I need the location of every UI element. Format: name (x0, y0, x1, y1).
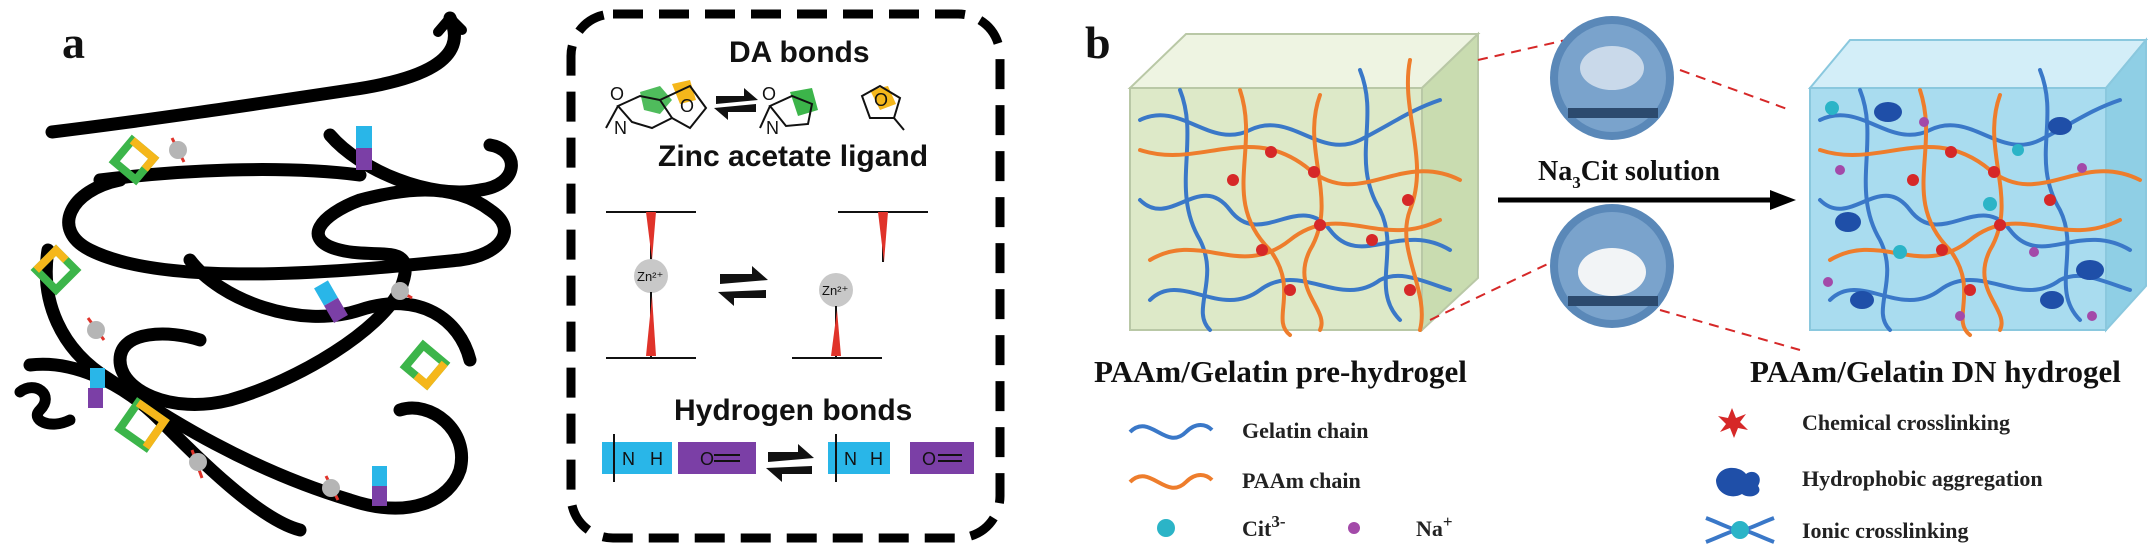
polymer-network (14, 11, 518, 537)
legend-hydrophobic-label: Hydrophobic aggregation (1802, 466, 2043, 491)
hydrogen-bond-marker (372, 466, 387, 506)
svg-text:O: O (922, 449, 936, 469)
legend: Gelatin chain PAAm chain Cit3- Na+ Chemi… (1128, 408, 2043, 544)
na-ion-swatch (1348, 522, 1360, 534)
chemical-crosslink-swatch (1718, 408, 1748, 438)
pre-hydrogel-crosslinks (1227, 146, 1416, 296)
pre-hydrogel-cube (1127, 31, 1481, 333)
dn-hydrogel-caption: PAAm/Gelatin DN hydrogel (1750, 354, 2121, 389)
svg-text:H: H (870, 449, 883, 469)
dn-hydrogel-cube (1807, 37, 2149, 333)
legend-paam-label: PAAm chain (1242, 468, 1361, 493)
hydrophobic-aggregate-swatch (1716, 467, 1760, 497)
da-reaction: O N O O N O (605, 80, 905, 138)
zinc-complex-left: Zn²⁺ (606, 211, 696, 359)
svg-text:H: H (650, 449, 663, 469)
hydrogen-bond-right: N H O (828, 434, 974, 482)
svg-text:O: O (610, 84, 624, 104)
hydrogen-bond-marker (314, 280, 348, 324)
equilibrium-arrow (766, 444, 814, 482)
paam-chain-swatch (1128, 473, 1214, 490)
zinc-ligand-marker (189, 449, 207, 479)
hydrogen-bond-marker (356, 126, 372, 170)
dn-ions (1823, 101, 2097, 321)
transformation-arrowhead (1770, 190, 1796, 210)
zinc-ligand-marker (86, 317, 106, 341)
zinc-ligand-marker (322, 475, 340, 501)
ionic-crosslink-swatch (1705, 516, 1775, 544)
hydrogen-bond-left: N H O (602, 434, 756, 482)
svg-text:O: O (700, 449, 714, 469)
zinc-ligand-marker (391, 282, 413, 300)
mechanism-box (566, 9, 1005, 543)
legend-ionic-label: Ionic crosslinking (1802, 518, 1968, 543)
legend-na-label: Na+ (1416, 512, 1453, 541)
svg-text:O: O (762, 84, 776, 104)
da-bond-marker (114, 397, 170, 453)
svg-text:O: O (680, 96, 694, 116)
zinc-ligand-marker (169, 137, 187, 163)
svg-text:Zn²⁺: Zn²⁺ (637, 269, 663, 284)
svg-text:N: N (614, 118, 627, 138)
hydrogen-bonds-heading: Hydrogen bonds (674, 394, 912, 427)
cit-ion-swatch (1157, 519, 1175, 537)
hydrogen-bond-markers (88, 126, 387, 506)
equilibrium-arrow (714, 88, 758, 120)
pre-hydrogel-chains (1138, 58, 1462, 337)
hydrogen-bond-marker (88, 368, 105, 408)
da-bond-marker (399, 339, 451, 391)
da-bond-marker (108, 134, 160, 186)
da-bond-marker (30, 244, 82, 296)
svg-text:O: O (874, 90, 888, 110)
da-bonds-heading: DA bonds (729, 36, 870, 69)
zinc-acetate-heading: Zinc acetate ligand (658, 140, 928, 173)
dn-crosslinks (1907, 146, 2056, 296)
zoom-guide-lines (1429, 39, 1801, 351)
zinc-ligand-markers (86, 137, 413, 501)
legend-chemical-label: Chemical crosslinking (1802, 410, 2010, 435)
legend-gelatin-label: Gelatin chain (1242, 418, 1369, 443)
sample-photo-after (1550, 204, 1674, 328)
gelatin-chain-swatch (1128, 423, 1214, 440)
panel-a-letter: a (62, 17, 85, 68)
svg-text:Zn²⁺: Zn²⁺ (822, 283, 848, 298)
da-bond-markers (30, 134, 451, 453)
dn-hydrophobic-aggregates (1835, 102, 2104, 309)
svg-text:N: N (844, 449, 857, 469)
pre-hydrogel-caption: PAAm/Gelatin pre-hydrogel (1094, 354, 1467, 389)
legend-cit-label: Cit3- (1242, 512, 1286, 541)
svg-text:N: N (622, 449, 635, 469)
na3cit-label: Na3Cit solution (1538, 156, 1720, 192)
svg-text:N: N (766, 118, 779, 138)
equilibrium-arrow (718, 266, 768, 306)
panel-b-letter: b (1085, 17, 1111, 68)
sample-photo-before (1550, 16, 1674, 140)
zinc-complex-right: Zn²⁺ (792, 211, 928, 359)
